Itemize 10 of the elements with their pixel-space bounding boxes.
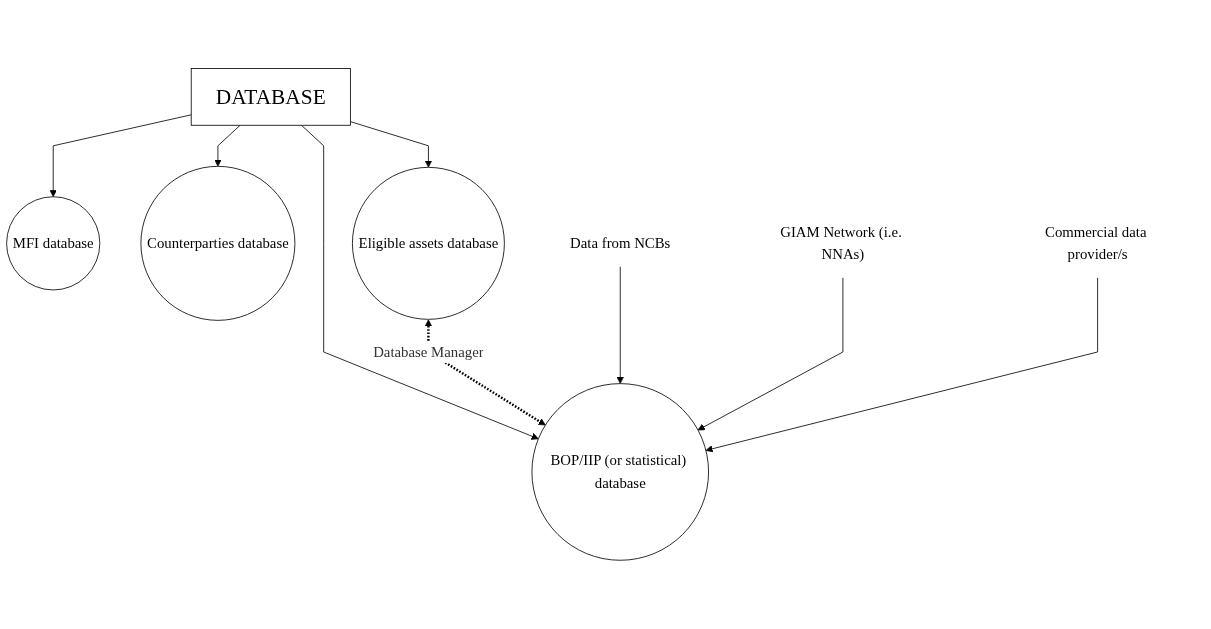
arrow — [424, 319, 546, 426]
node-circle: Counterparties database — [140, 166, 296, 321]
node-text: Commercial data provider/s — [1045, 223, 1147, 263]
node-circle: MFI database — [6, 196, 101, 291]
node-circle: BOP/IIP (or statistical) database — [531, 383, 709, 561]
node-text: Data from NCBs — [570, 234, 671, 252]
node-box: DATABASE — [190, 68, 351, 126]
node-text: GIAM Network (i.e. NNAs) — [780, 223, 902, 263]
edge-label: Database Manager — [373, 343, 484, 360]
node-circle: Eligible assets database — [352, 167, 505, 320]
